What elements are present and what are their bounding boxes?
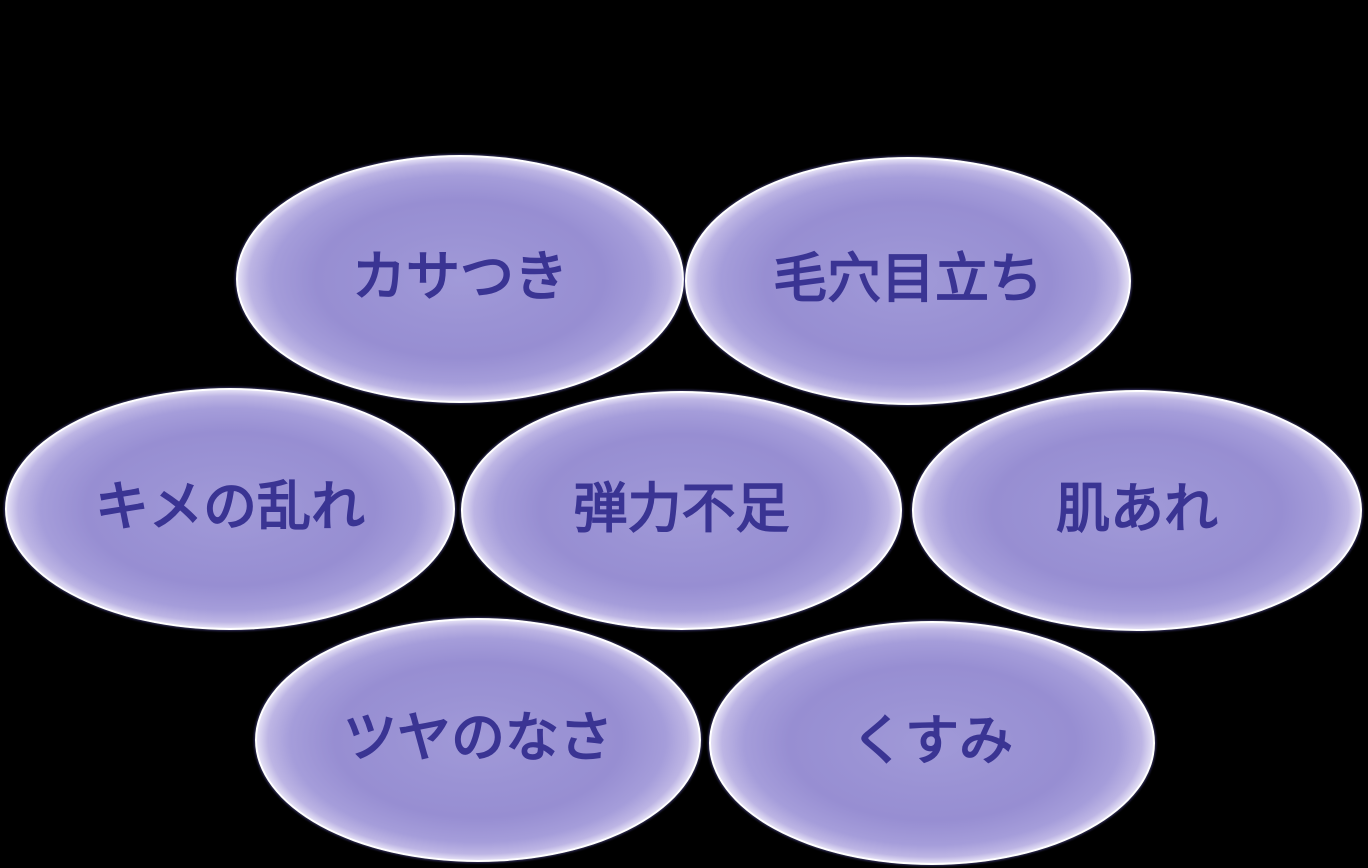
bubble-kusumi: くすみ (709, 621, 1155, 865)
bubble-kasatsuki: カサつき (236, 155, 684, 403)
bubble-keana-medachi: 毛穴目立ち (685, 157, 1131, 405)
bubble-label-danryoku-fusoku: 弾力不足 (573, 476, 790, 540)
bubble-danryoku-fusoku: 弾力不足 (461, 391, 902, 630)
bubble-label-keana-medachi: 毛穴目立ち (773, 247, 1043, 310)
bubble-hada-are: 肌あれ (912, 390, 1362, 631)
bubble-tsuya-no-nasa: ツヤのなさ (255, 618, 701, 862)
bubble-label-kusumi: くすみ (851, 709, 1013, 772)
bubble-label-kasatsuki: カサつき (352, 245, 568, 308)
bubble-label-tsuya-no-nasa: ツヤのなさ (343, 706, 613, 769)
bubble-label-kime-no-midare: キメの乱れ (95, 475, 365, 538)
bubble-kime-no-midare: キメの乱れ (5, 388, 455, 630)
bubble-label-hada-are: 肌あれ (1056, 476, 1218, 540)
